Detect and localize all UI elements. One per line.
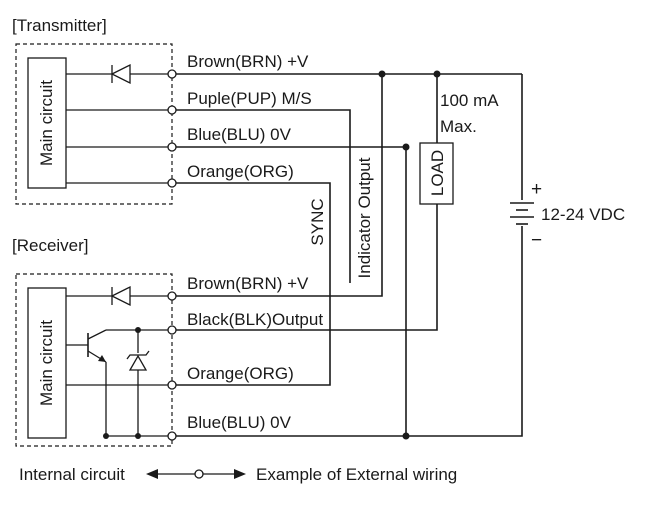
legend-internal-circuit: Internal circuit: [19, 465, 125, 484]
supply-minus-sign: −: [531, 230, 542, 251]
transmitter-terminal-brown: [167, 69, 177, 79]
transmitter-wire-label-blue: Blue(BLU) 0V: [187, 125, 292, 144]
transmitter-wire-label-orange: Orange(ORG): [187, 162, 294, 181]
legend-double-arrow-icon: [146, 469, 246, 479]
load-current-rating: 100 mA: [440, 91, 499, 110]
transmitter-terminal-orange: [167, 178, 177, 188]
receiver-brown-external-wire: [176, 74, 383, 297]
receiver-terminal-orange: [167, 380, 177, 390]
receiver-main-circuit-label: Main circuit: [37, 320, 56, 406]
transmitter-wire-label-brown: Brown(BRN) +V: [187, 52, 309, 71]
receiver-wire-label-brown: Brown(BRN) +V: [187, 274, 309, 293]
legend-external-wiring: Example of External wiring: [256, 465, 457, 484]
junction-dot: [135, 433, 141, 439]
receiver-wire-label-blue: Blue(BLU) 0V: [187, 413, 292, 432]
transmitter-terminal-purple: [167, 105, 177, 115]
receiver-diode-icon: [110, 285, 131, 307]
sync-label: SYNC: [308, 198, 327, 245]
indicator-output-label: Indicator Output: [355, 157, 374, 278]
transmitter-diode-icon: [110, 63, 131, 85]
transmitter-title: [Transmitter]: [12, 16, 107, 35]
transmitter-wire-label-purple: Puple(PUP) M/S: [187, 89, 312, 108]
purple-ms-external-wire: [176, 109, 351, 283]
transmitter-main-circuit-label: Main circuit: [37, 80, 56, 166]
receiver-terminal-blue: [167, 431, 177, 441]
zener-diode-icon: [126, 330, 150, 436]
receiver-wire-label-black: Black(BLK)Output: [187, 310, 323, 329]
output-transistor-icon: [66, 329, 170, 436]
battery-icon: [510, 202, 534, 225]
supply-voltage-label: 12-24 VDC: [541, 205, 625, 224]
transmitter-terminal-blue: [167, 142, 177, 152]
receiver-wire-label-orange: Orange(ORG): [187, 364, 294, 383]
supply-plus-sign: +: [531, 179, 542, 200]
output-to-load-wire: [176, 204, 438, 331]
receiver-blue-external-wire: [176, 74, 523, 437]
transmitter-boundary: [15, 43, 173, 205]
receiver-terminal-black: [167, 325, 177, 335]
load-label: LOAD: [428, 150, 447, 196]
transmitter-main-circuit-box: [27, 57, 67, 189]
junction-dot: [135, 327, 141, 333]
sync-external-wire: [176, 182, 331, 386]
load-box: [419, 142, 454, 205]
battery-gap: [512, 200, 532, 226]
receiver-title: [Receiver]: [12, 236, 89, 255]
receiver-boundary: [15, 273, 173, 447]
receiver-main-circuit-box: [27, 287, 67, 439]
junction-dot: [402, 432, 410, 440]
receiver-terminal-brown: [167, 291, 177, 301]
junction-dot: [103, 433, 109, 439]
load-current-rating-max: Max.: [440, 117, 477, 136]
